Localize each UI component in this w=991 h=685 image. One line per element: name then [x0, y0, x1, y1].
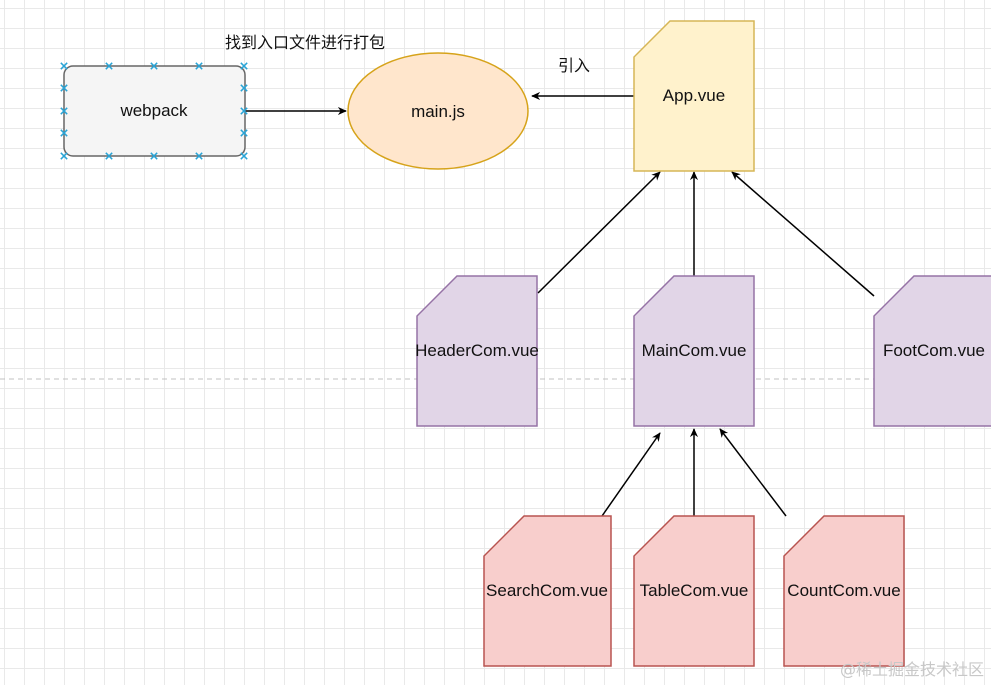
selection-handle-stroke [240, 129, 248, 137]
selection-handle[interactable] [105, 62, 113, 70]
selection-handle[interactable] [105, 152, 113, 160]
edge-count-to-maincom[interactable] [719, 428, 787, 517]
selection-handle[interactable] [240, 107, 248, 115]
node-app-vue-label: App.vue [663, 86, 725, 105]
selection-handle-stroke [240, 62, 248, 70]
selection-handle[interactable] [240, 152, 248, 160]
selection-handle[interactable] [240, 129, 248, 137]
node-header-com-vue[interactable]: HeaderCom.vue [415, 275, 539, 427]
selection-handle-stroke [60, 152, 68, 160]
selection-handle[interactable] [60, 84, 68, 92]
node-main-com-vue-label: MainCom.vue [642, 341, 747, 360]
node-count-com-vue[interactable]: CountCom.vue [783, 515, 905, 667]
node-foot-com-vue-label: FootCom.vue [883, 341, 985, 360]
edge-foot-to-app[interactable] [731, 171, 875, 297]
node-table-com-vue-shape[interactable] [633, 515, 755, 667]
node-count-com-vue-shape[interactable] [783, 515, 905, 667]
node-search-com-vue-label: SearchCom.vue [486, 581, 608, 600]
node-main-js[interactable]: main.js [347, 52, 529, 170]
selection-handle[interactable] [60, 152, 68, 160]
node-foot-com-vue[interactable]: FootCom.vue [873, 275, 991, 427]
node-main-com-vue-shape[interactable] [633, 275, 755, 427]
node-header-com-vue-label: HeaderCom.vue [415, 341, 539, 360]
selection-handle-stroke [60, 107, 68, 115]
selection-handle[interactable] [60, 107, 68, 115]
node-webpack[interactable]: webpack [63, 65, 246, 157]
watermark: @稀土掘金技术社区 [840, 660, 984, 679]
selection-handle[interactable] [240, 62, 248, 70]
edge-label-webpack-to-main: 找到入口文件进行打包 [225, 33, 385, 52]
selection-handle-stroke [150, 152, 158, 160]
edge-header-to-app[interactable] [537, 171, 661, 294]
node-table-com-vue-label: TableCom.vue [640, 581, 749, 600]
node-table-com-vue[interactable]: TableCom.vue [633, 515, 755, 667]
edge-search-to-maincom[interactable] [601, 432, 661, 517]
selection-handle-stroke [150, 62, 158, 70]
node-main-js-label: main.js [411, 102, 465, 121]
selection-handle-stroke [195, 152, 203, 160]
selection-handle-stroke [60, 62, 68, 70]
selection-handle-stroke [60, 129, 68, 137]
selection-handle[interactable] [195, 62, 203, 70]
node-main-com-vue[interactable]: MainCom.vue [633, 275, 755, 427]
selection-handle-stroke [240, 107, 248, 115]
edge-label-app-to-main: 引入 [558, 56, 590, 75]
node-app-vue-shape[interactable] [633, 20, 755, 172]
selection-handle-stroke [105, 152, 113, 160]
node-search-com-vue[interactable]: SearchCom.vue [483, 515, 612, 667]
selection-handle-stroke [240, 84, 248, 92]
node-search-com-vue-shape[interactable] [483, 515, 612, 667]
node-count-com-vue-label: CountCom.vue [787, 581, 900, 600]
selection-handle-stroke [195, 62, 203, 70]
selection-handle-stroke [60, 84, 68, 92]
node-header-com-vue-shape[interactable] [416, 275, 538, 427]
node-foot-com-vue-shape[interactable] [873, 275, 991, 427]
selection-handle[interactable] [150, 152, 158, 160]
selection-handle[interactable] [60, 62, 68, 70]
selection-handle[interactable] [150, 62, 158, 70]
selection-handle[interactable] [60, 129, 68, 137]
selection-handle[interactable] [240, 84, 248, 92]
selection-handle-stroke [105, 62, 113, 70]
node-webpack-label: webpack [119, 101, 188, 120]
node-app-vue[interactable]: App.vue [633, 20, 755, 172]
selection-handles [60, 62, 248, 160]
selection-handle[interactable] [195, 152, 203, 160]
selection-handle-stroke [240, 152, 248, 160]
node-main-js-shape[interactable] [347, 52, 529, 170]
